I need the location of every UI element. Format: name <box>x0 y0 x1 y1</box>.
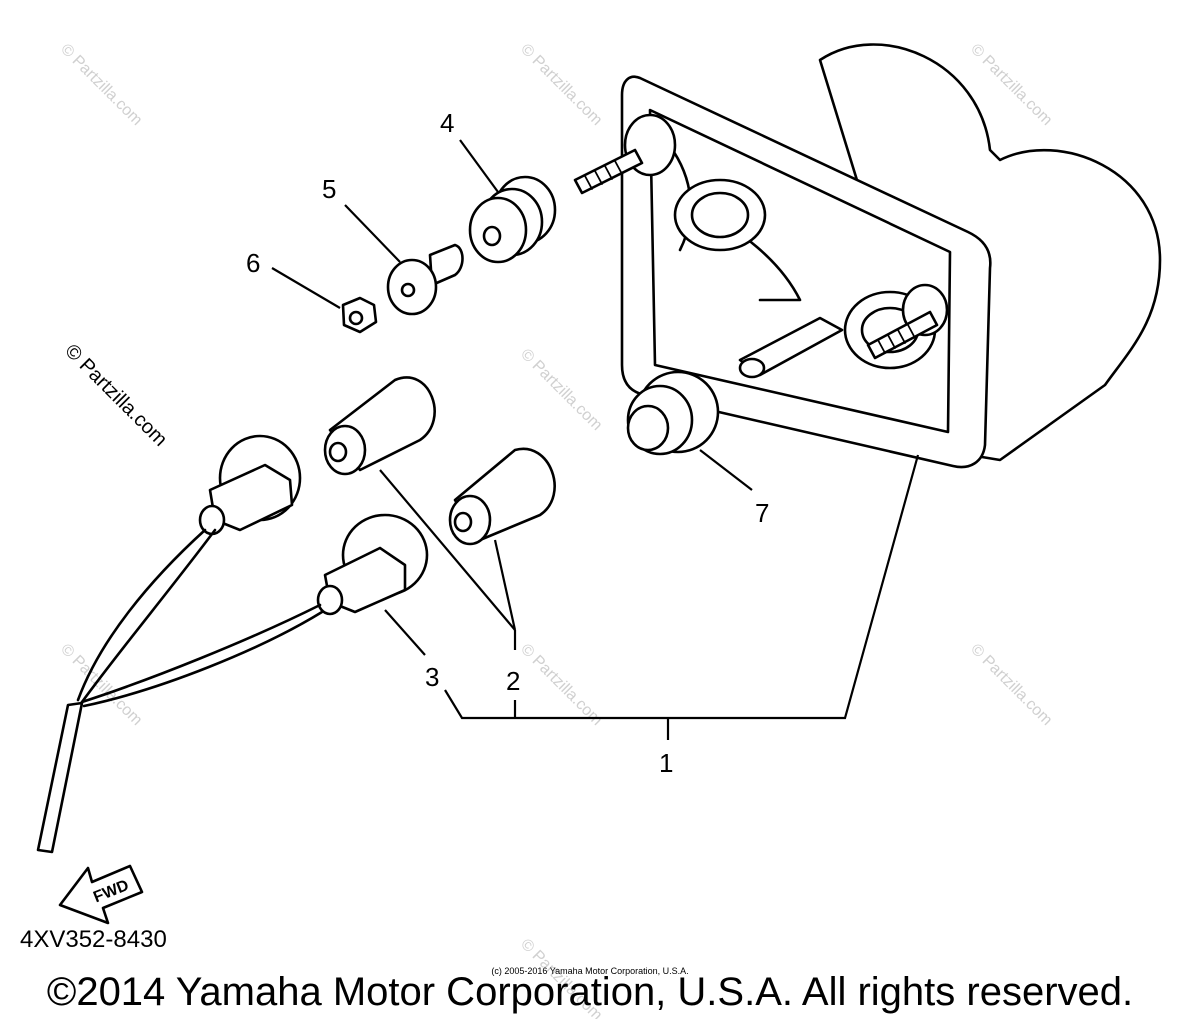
grommet <box>626 370 720 456</box>
watermark-dark: © Partzilla.com <box>60 340 171 451</box>
bulb <box>448 447 556 546</box>
copyright-notice: ©2014 Yamaha Motor Corporation, U.S.A. A… <box>46 970 1134 1014</box>
socket-with-wiring <box>36 434 429 854</box>
callout-part-6: 6 <box>246 248 260 278</box>
watermark: © Partzilla.com <box>57 41 145 129</box>
callouts: 1 2 3 4 5 6 7 <box>246 108 769 778</box>
watermark: © Partzilla.com <box>967 641 1055 729</box>
callout-part-3: 3 <box>425 662 439 692</box>
small-copyright: (c) 2005-2016 Yamaha Motor Corporation, … <box>491 966 689 976</box>
taillight-housing <box>620 43 1162 469</box>
watermark: © Partzilla.com <box>517 41 605 129</box>
forward-direction-arrow: FWD <box>58 864 144 925</box>
nut <box>341 296 378 334</box>
callout-part-1: 1 <box>659 748 673 778</box>
callout-part-2: 2 <box>506 666 520 696</box>
watermark: © Partzilla.com <box>517 346 605 434</box>
mounting-stud <box>866 310 939 360</box>
grommet <box>468 175 557 264</box>
leader-lines <box>271 139 920 740</box>
callout-part-7: 7 <box>755 498 769 528</box>
bulb <box>323 376 436 476</box>
collar <box>386 243 464 316</box>
watermark: © Partzilla.com <box>517 641 605 729</box>
callout-part-5: 5 <box>322 174 336 204</box>
callout-part-4: 4 <box>440 108 454 138</box>
mounting-stud <box>573 148 644 195</box>
diagram-code: 4XV352-8430 <box>20 926 167 953</box>
